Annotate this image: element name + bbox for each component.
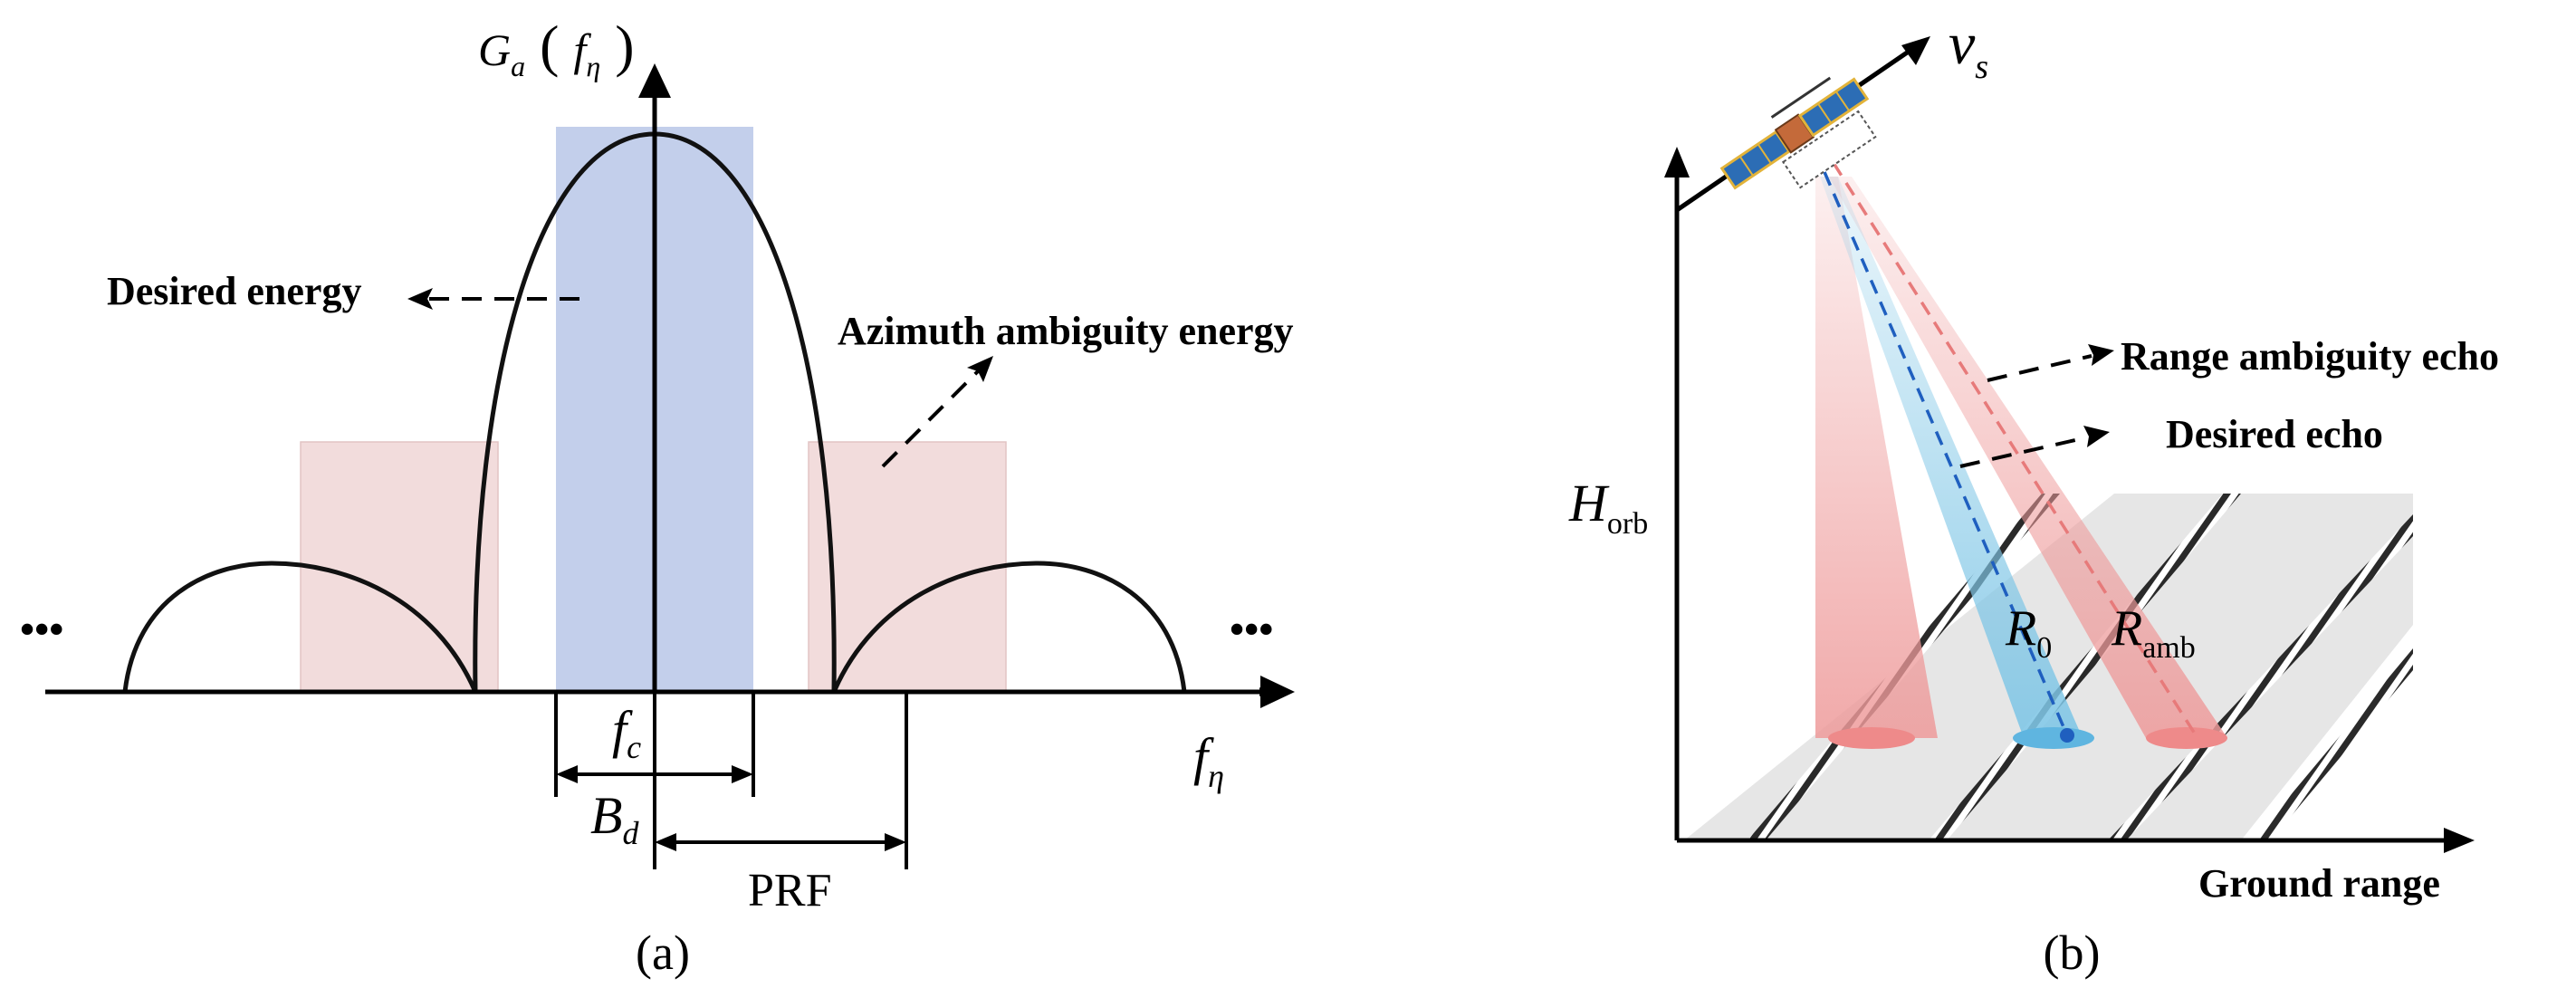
range-ambiguity-arrowhead	[2088, 344, 2114, 366]
ambiguity-energy-label: Azimuth ambiguity energy	[838, 309, 1294, 353]
r0-target-point	[2060, 728, 2074, 743]
height-axis-arrowhead	[1664, 147, 1690, 177]
x-axis-label: fη	[1193, 727, 1224, 794]
r0-slant-line	[1823, 171, 2069, 736]
desired-echo-label: Desired echo	[2166, 412, 2383, 456]
ground-range-label: Ground range	[2198, 861, 2440, 906]
fc-label: fc	[612, 700, 641, 765]
bd-arrowhead-left	[556, 765, 578, 783]
satellite-icon	[1719, 76, 1877, 190]
range-ambiguity-beam-left	[1815, 177, 1938, 738]
r0-label: R0	[2005, 600, 2052, 665]
beam-footprint-left	[1828, 727, 1915, 749]
ambiguity-band-left	[300, 441, 499, 693]
velocity-label: vs	[1949, 11, 1988, 86]
orbit-arrowhead	[1901, 36, 1930, 65]
ambiguity-energy-arrow	[881, 365, 984, 468]
prf-arrowhead-right	[885, 833, 906, 851]
range-ambiguity-label: Range ambiguity echo	[2121, 334, 2499, 379]
ellipsis-right: •••	[1230, 606, 1273, 652]
desired-energy-label: Desired energy	[107, 269, 361, 313]
caption-b: (b)	[2044, 926, 2101, 980]
bd-label: Bd	[590, 786, 639, 851]
desired-energy-arrowhead	[407, 288, 433, 310]
y-axis-label: Ga ( fη )	[478, 14, 635, 82]
ground-range-axis-arrowhead	[2444, 828, 2475, 853]
ramb-slant-line	[1832, 162, 2199, 739]
ambiguity-band-right	[808, 441, 1007, 693]
bd-arrowhead-right	[732, 765, 753, 783]
sar-antenna	[1781, 110, 1877, 189]
solar-panel-right	[1797, 77, 1870, 138]
panel-a: Ga ( fη ) Desired energy Azimuth ambigui…	[20, 14, 1295, 980]
y-axis-arrowhead	[638, 63, 671, 98]
desired-beam	[1820, 177, 2083, 738]
ramb-label: Ramb	[2111, 600, 2196, 665]
prf-arrowhead-left	[655, 833, 676, 851]
beam-footprint-center	[2013, 727, 2094, 749]
desired-echo-arrow	[1959, 436, 2088, 468]
beam-footprint-right	[2146, 727, 2227, 749]
ambiguity-energy-arrowhead	[967, 356, 993, 382]
panel-b: vs Range ambiguity echo Desired echo Hor…	[1568, 11, 2499, 980]
side-lobe-left	[122, 561, 478, 693]
side-lobe-right	[831, 561, 1187, 693]
stripe-3	[2108, 514, 2413, 840]
caption-a: (a)	[636, 926, 690, 980]
x-axis-arrowhead	[1260, 676, 1295, 708]
prf-label: PRF	[748, 865, 832, 916]
stripe-2	[1929, 494, 2241, 840]
stripe-4	[2253, 648, 2413, 840]
height-label: Horb	[1568, 474, 1648, 541]
range-ambiguity-beam-right	[1829, 177, 2227, 738]
range-ambiguity-arrow	[1987, 354, 2092, 382]
desired-echo-arrowhead	[2083, 426, 2110, 447]
solar-panel-left	[1719, 129, 1792, 190]
ellipsis-left: •••	[20, 606, 63, 652]
